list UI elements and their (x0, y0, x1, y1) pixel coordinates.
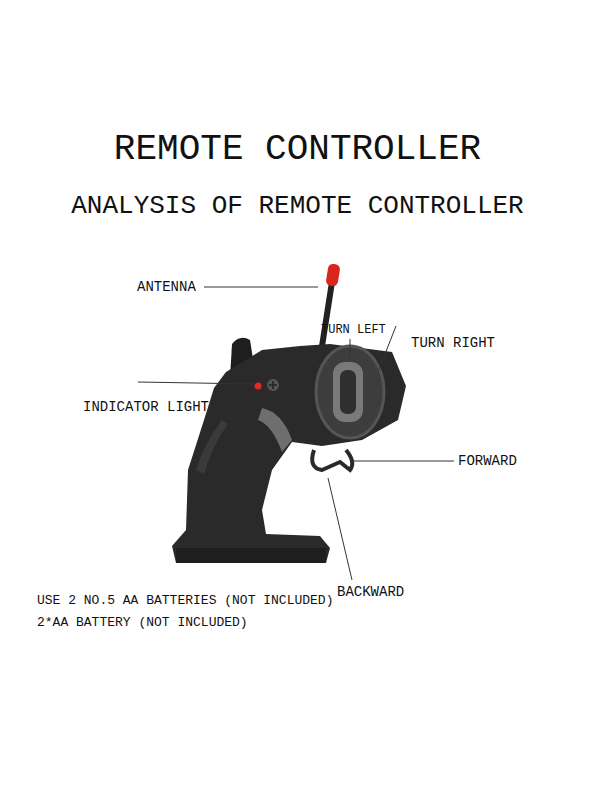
wheel-center (340, 370, 356, 414)
steering-wheel (316, 346, 384, 438)
grip-stripe (258, 408, 292, 452)
part-label: ANTENNA (137, 280, 196, 294)
leader-line (350, 339, 351, 358)
battery-note: USE 2 NO.5 AA BATTERIES (NOT INCLUDED) (37, 594, 333, 607)
trigger (312, 450, 352, 470)
main-title: REMOTE CONTROLLER (0, 132, 595, 168)
leader-line (138, 382, 254, 384)
indicator-led (255, 383, 262, 390)
leader-line (352, 461, 454, 462)
battery-note: 2*AA BATTERY (NOT INCLUDED) (37, 616, 248, 629)
part-label: BACKWARD (337, 585, 404, 599)
subtitle: ANALYSIS OF REMOTE CONTROLLER (0, 193, 595, 219)
leader-lines (138, 287, 454, 580)
part-label: INDICATOR LIGHT (83, 400, 209, 414)
wheel-grip (333, 362, 363, 422)
controller-base (176, 548, 326, 563)
leader-line (204, 287, 318, 288)
trim-button (267, 379, 279, 391)
grip-highlight (196, 420, 228, 474)
antenna-tip (325, 263, 340, 287)
trim-plus (269, 381, 277, 389)
part-label: FORWARD (458, 454, 517, 468)
controller-body (172, 344, 406, 563)
part-label: TURN RIGHT (411, 336, 495, 350)
leader-line (328, 478, 352, 580)
part-label: TURN LEFT (321, 324, 386, 336)
